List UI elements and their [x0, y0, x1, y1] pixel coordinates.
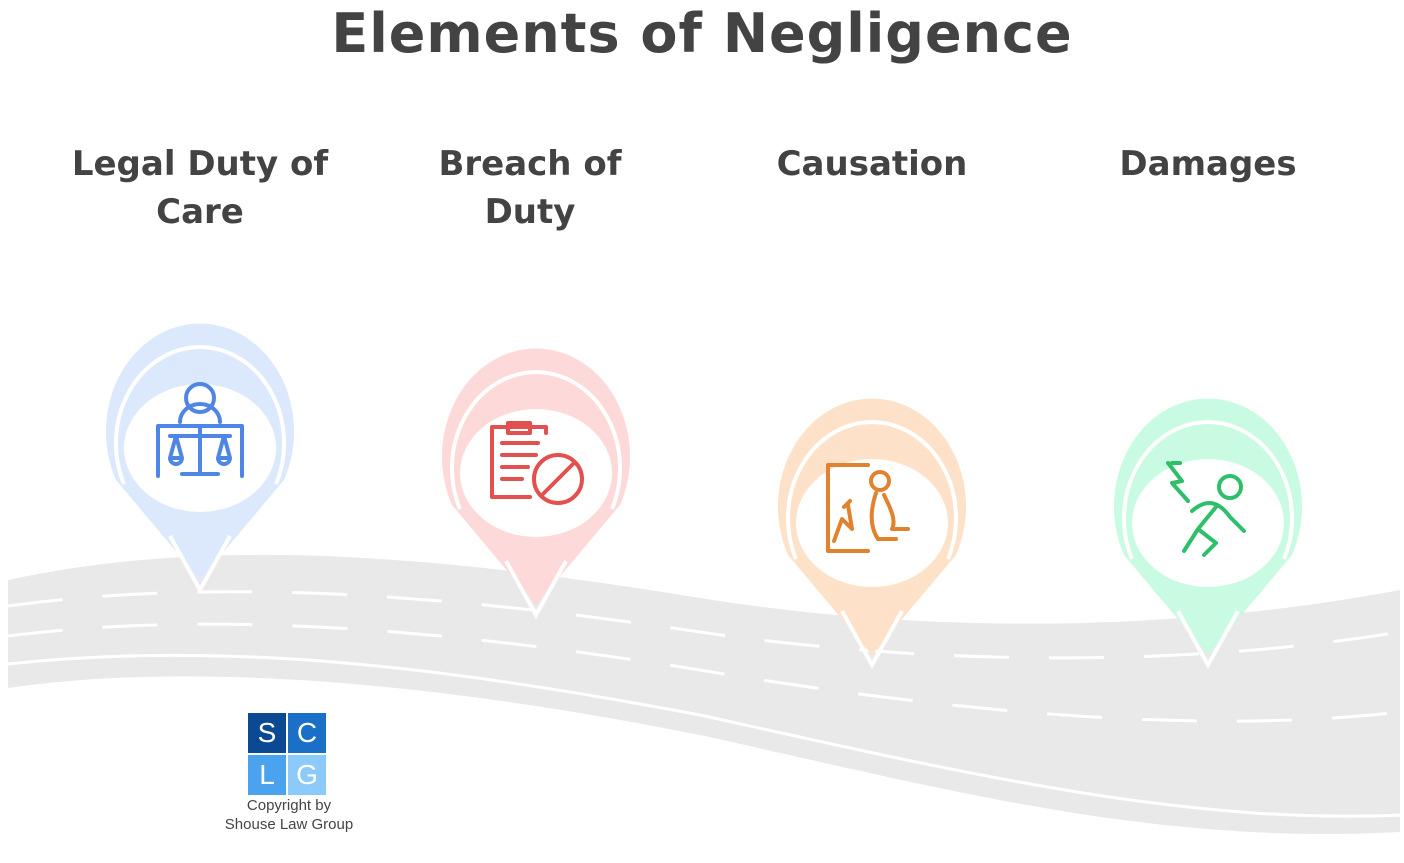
pin-4 — [1114, 398, 1302, 670]
sclg-logo: S C L G — [248, 713, 326, 795]
pin-3 — [778, 398, 966, 670]
road-dashes-lower — [7, 622, 1401, 723]
logo-letter: L — [248, 755, 286, 795]
person-slipping-door-icon — [826, 463, 910, 553]
logo-letter: C — [288, 713, 326, 753]
pin-2 — [442, 348, 630, 620]
road-dashes-upper — [7, 590, 1401, 660]
person-falling-injury-icon — [1166, 461, 1246, 557]
road-surface — [8, 554, 1400, 834]
logo-letter: G — [288, 755, 326, 795]
pin-ring — [1122, 420, 1294, 670]
step-label-causation: Causation — [776, 144, 968, 184]
step-label-damages: Damages — [1119, 144, 1297, 184]
road-edge-line — [7, 653, 1401, 818]
step-label-legal-duty: Legal Duty of Care — [71, 144, 329, 232]
clipboard-prohibited-icon — [490, 421, 584, 505]
logo-letter: S — [248, 713, 286, 753]
pin-ring — [114, 345, 286, 595]
pin-inner-circle — [1132, 459, 1284, 587]
copyright-text: Copyright by Shouse Law Group — [200, 796, 378, 834]
copyright-line2: Shouse Law Group — [224, 816, 354, 833]
copyright-line1: Copyright by — [246, 797, 332, 814]
step-label-breach: Breach of Duty — [438, 144, 622, 232]
road — [7, 554, 1401, 834]
pin-ring — [450, 370, 622, 620]
pin-1 — [106, 323, 294, 595]
judge-scales-icon — [156, 382, 244, 478]
pin-ring — [786, 420, 958, 670]
page-title: Elements of Negligence — [331, 2, 1073, 65]
